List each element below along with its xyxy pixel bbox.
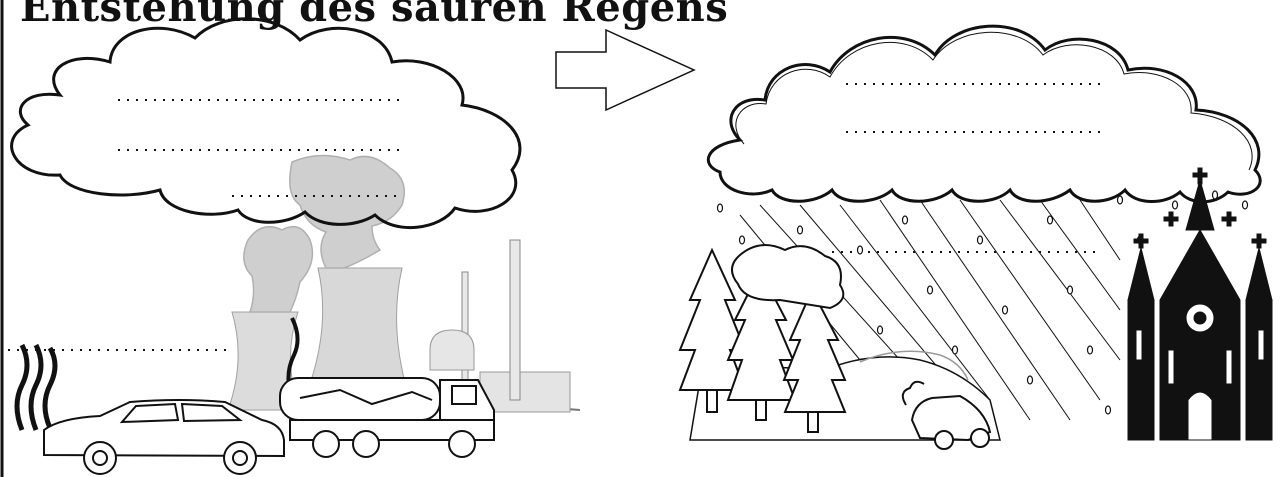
answer-lines-right [832, 84, 1104, 252]
reactor-dome [430, 330, 474, 370]
arrow-right-icon [556, 30, 694, 110]
tall-chimney [510, 240, 520, 400]
tree-icon [784, 290, 845, 412]
truck-icon [280, 378, 494, 457]
factory-building [480, 372, 570, 412]
car-icon [44, 400, 284, 474]
cloud-left [12, 19, 520, 228]
exhaust-fumes [17, 345, 55, 430]
cloud-right [708, 26, 1260, 202]
cathedral-icon [1128, 168, 1272, 440]
